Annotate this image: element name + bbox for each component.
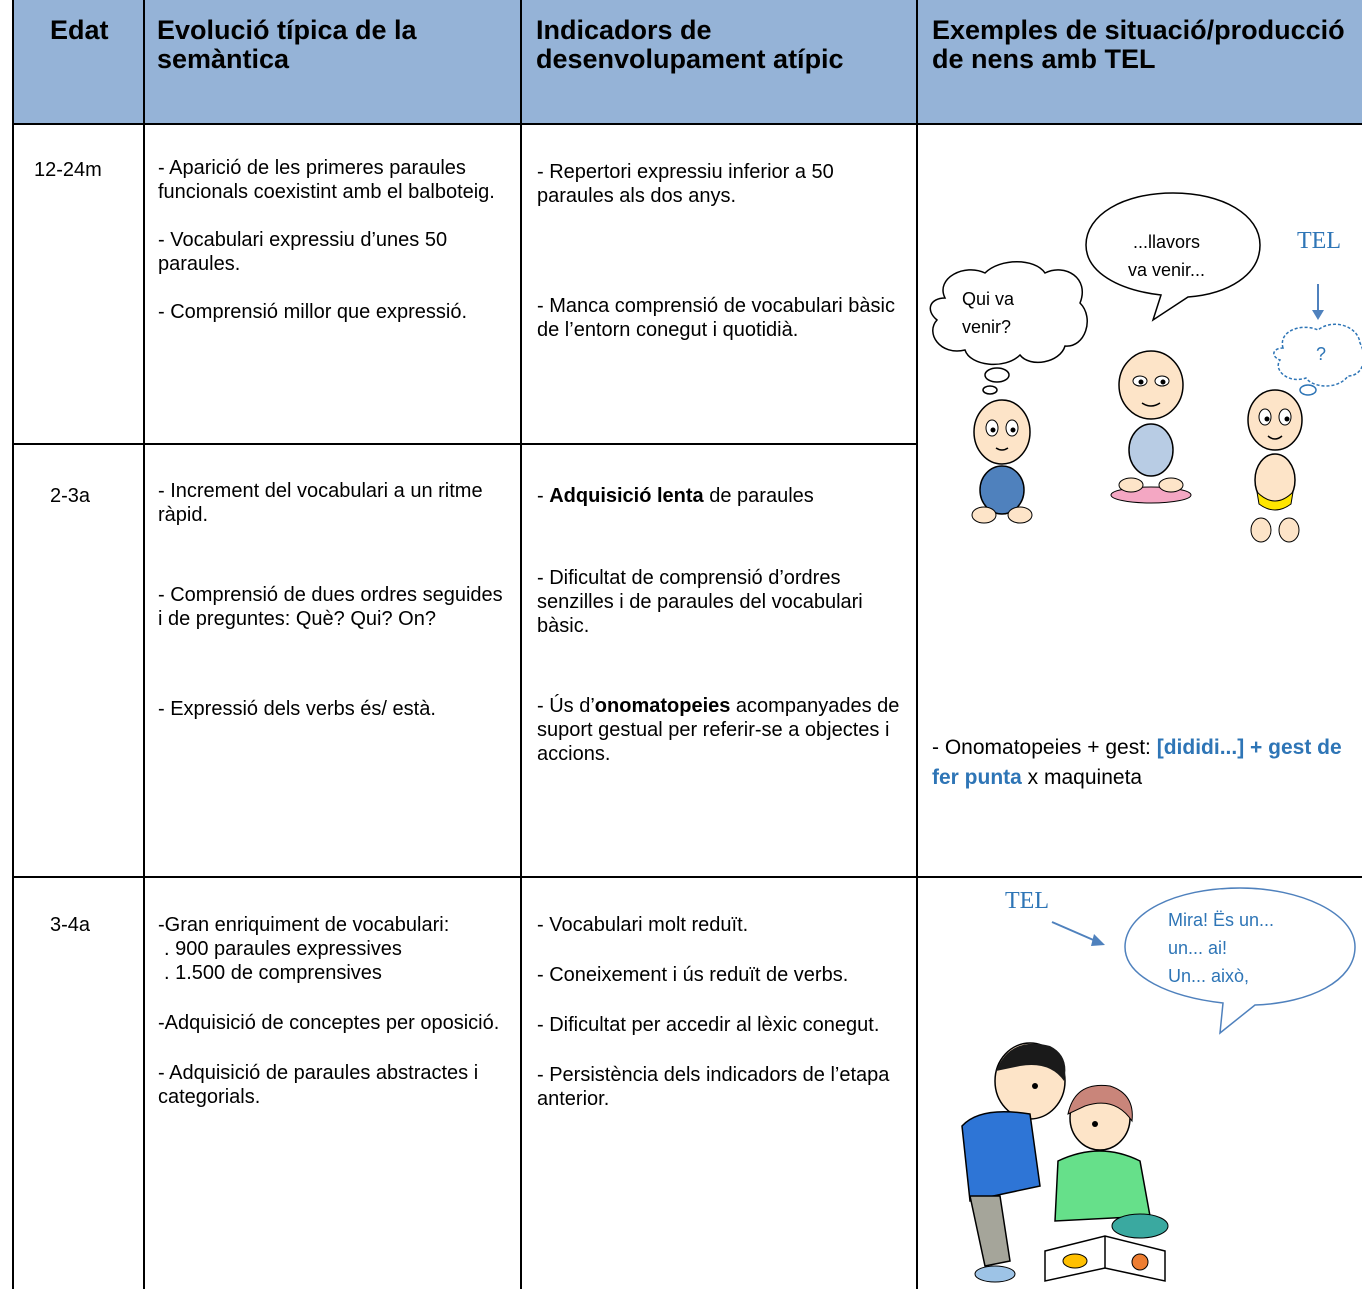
row2-atypical-item2: - Dificultat de comprensió d’ordres senz… — [537, 567, 863, 637]
row1-typical: - Aparició de les primeres paraules func… — [158, 156, 510, 324]
tel-label-1: TEL — [1297, 228, 1341, 254]
row3-typical-item4: -Adquisició de conceptes per oposició. — [158, 1012, 500, 1034]
row3-typical-item2: . 900 paraules expressives — [164, 938, 402, 960]
thought-bubble-right — [1273, 323, 1362, 396]
tel-label-2: TEL — [1005, 888, 1049, 914]
row2-typical: - Increment del vocabulari a un ritme rà… — [158, 479, 508, 721]
row-divider-2 — [12, 876, 1362, 878]
row3-atypical-item4: - Persistència dels indicadors de l’etap… — [537, 1064, 890, 1110]
header-atypical: Indicadors de desenvolupament atípic — [536, 15, 844, 74]
header-examples: Exemples de situació/producció de nens a… — [932, 15, 1345, 74]
thought-bubble-left — [929, 261, 1088, 395]
tel-arrow-down — [1312, 284, 1324, 320]
row1-typical-item3: - Comprensió millor que expressió. — [158, 301, 468, 323]
baby-left-icon — [971, 399, 1033, 524]
header-age: Edat — [50, 15, 109, 45]
row2-typical-item2: - Comprensió de dues ordres seguides i d… — [158, 584, 503, 630]
speech-bubble-line1: Mira! Ës un... — [1168, 910, 1275, 930]
baby-right-icon — [1247, 389, 1303, 543]
header-typical: Evolució típica de la semàntica — [157, 15, 417, 74]
bubble-mid-line2: va venir... — [1128, 260, 1206, 280]
row3-typical-item3: . 1.500 de comprensives — [164, 962, 382, 984]
row3-age: 3-4a — [50, 914, 91, 936]
speech-bubble-line2: un... ai! — [1168, 938, 1228, 958]
column-divider-3 — [916, 0, 918, 1289]
row3-typical-item5: - Adquisició de paraules abstractes i ca… — [158, 1062, 479, 1108]
row2-age: 2-3a — [50, 485, 91, 507]
row2-atypical: - Adquisició lenta de paraules - Dificul… — [537, 484, 907, 766]
row3-typical: -Gran enriquiment de vocabulari: . 900 p… — [158, 913, 510, 1109]
kids-reading-icon — [961, 1042, 1169, 1283]
bubble-mid-line1: ...llavors — [1133, 232, 1201, 252]
speech-bubble-middle — [1085, 192, 1261, 322]
speech-bubble-tel-text: Mira! Ës un... un... ai! Un... això, — [1168, 906, 1274, 990]
speech-bubble-line3: Un... això, — [1168, 966, 1250, 986]
row2-example: - Onomatopeies + gest: [dididi...] + ges… — [932, 736, 1342, 789]
row1-atypical: - Repertori expressiu inferior a 50 para… — [537, 160, 907, 342]
row2-atypical-item1: - Adquisició lenta de paraules — [537, 485, 814, 507]
tel-arrow-right — [1051, 921, 1105, 946]
row1-atypical-item1: - Repertori expressiu inferior a 50 para… — [537, 161, 834, 207]
bubble-left-line2: venir? — [962, 317, 1012, 337]
row2-typical-item3: - Expressió dels verbs és/ està. — [158, 698, 436, 720]
table-header-background — [12, 0, 1362, 124]
row2-atypical-item3: - Ús d’onomatopeies acompanyades de supo… — [537, 695, 900, 765]
column-divider-2 — [520, 0, 522, 1289]
row3-atypical: - Vocabulari molt reduït. - Coneixement … — [537, 913, 907, 1111]
row3-typical-item1: -Gran enriquiment de vocabulari: — [158, 914, 450, 936]
row3-atypical-item1: - Vocabulari molt reduït. — [537, 914, 749, 936]
column-divider-1 — [143, 0, 145, 1289]
row1-age: 12-24m — [34, 159, 102, 181]
bubble-left-text: Qui va venir? — [962, 285, 1014, 341]
row3-atypical-item2: - Coneixement i ús reduït de verbs. — [537, 964, 849, 986]
bubble-right-text: ? — [1316, 344, 1327, 364]
table-border-left — [12, 0, 14, 1289]
baby-middle-icon — [1110, 350, 1192, 504]
header-bottom-border — [12, 123, 1362, 125]
row1-atypical-item2: - Manca comprensió de vocabulari bàsic d… — [537, 295, 895, 341]
row-divider-1 — [12, 443, 916, 445]
speech-bubble-tel — [1124, 887, 1356, 1035]
row1-typical-item1: - Aparició de les primeres paraules func… — [158, 157, 495, 203]
row3-atypical-item3: - Dificultat per accedir al lèxic conegu… — [537, 1014, 880, 1036]
bubble-left-line1: Qui va — [962, 289, 1015, 309]
row1-typical-item2: - Vocabulari expressiu d’unes 50 paraule… — [158, 229, 448, 275]
row2-typical-item1: - Increment del vocabulari a un ritme rà… — [158, 480, 483, 526]
bubble-mid-text: ...llavors va venir... — [1128, 228, 1205, 284]
